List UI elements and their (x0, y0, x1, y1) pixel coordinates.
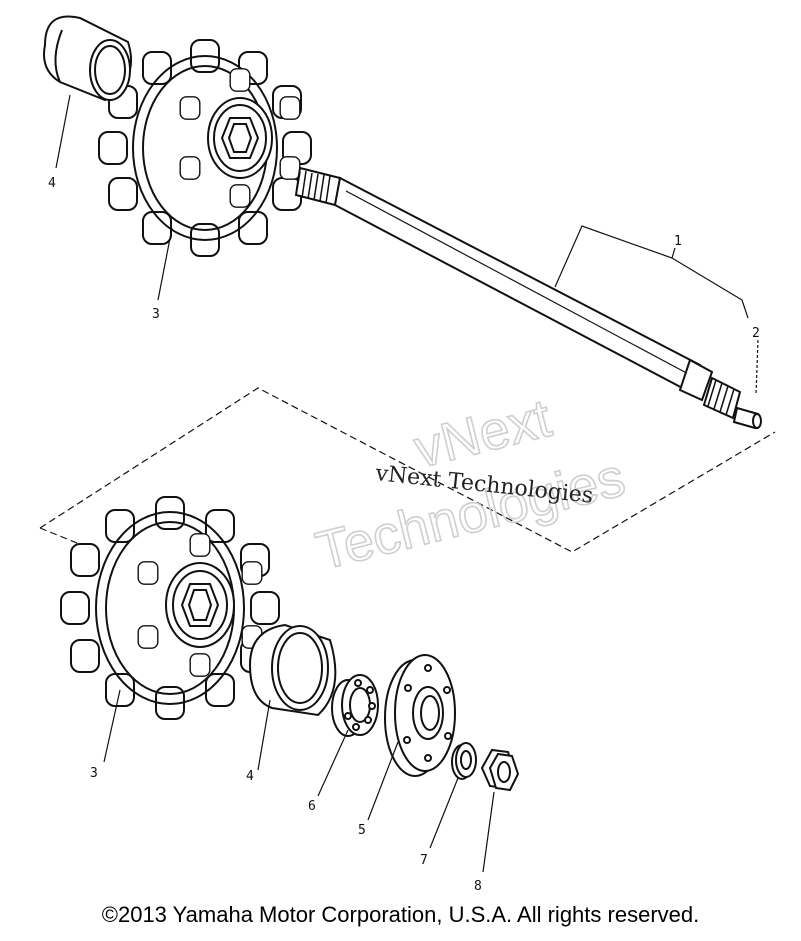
callout-4-upper: 4 (48, 176, 56, 191)
sprocket-upper (98, 39, 312, 257)
collar-lower (248, 623, 337, 717)
drive-shaft (294, 166, 742, 420)
bearing-housing (384, 654, 456, 777)
washer (451, 742, 477, 780)
assembly-dashed-lines (39, 387, 776, 553)
callout-8: 8 (474, 879, 482, 894)
collar-upper (43, 15, 133, 102)
lower-leader-lines (103, 689, 495, 873)
callout-3-upper: 3 (152, 307, 160, 322)
shaft-pin (732, 406, 762, 430)
parts-diagram: 1 2 3 4 3 4 6 5 7 8 vNext Technologies v… (39, 15, 776, 894)
callout-2: 2 (752, 326, 760, 341)
upper-leader-lines (55, 94, 173, 301)
callout-5: 5 (358, 823, 366, 838)
callout-4-lower: 4 (246, 769, 254, 784)
sprocket-lower (60, 496, 280, 720)
copyright-notice: ©2013 Yamaha Motor Corporation, U.S.A. A… (101, 902, 700, 927)
callout-3-lower: 3 (90, 766, 98, 781)
callout-6: 6 (308, 799, 316, 814)
bearing (331, 674, 379, 737)
nut (480, 748, 520, 792)
callout-labels: 1 2 3 4 3 4 6 5 7 8 (48, 176, 760, 894)
shaft-callout-lines (554, 225, 759, 396)
callout-1: 1 (674, 234, 682, 249)
callout-7: 7 (420, 853, 428, 868)
watermark: vNext Technologies vNext Technologies (310, 387, 632, 582)
